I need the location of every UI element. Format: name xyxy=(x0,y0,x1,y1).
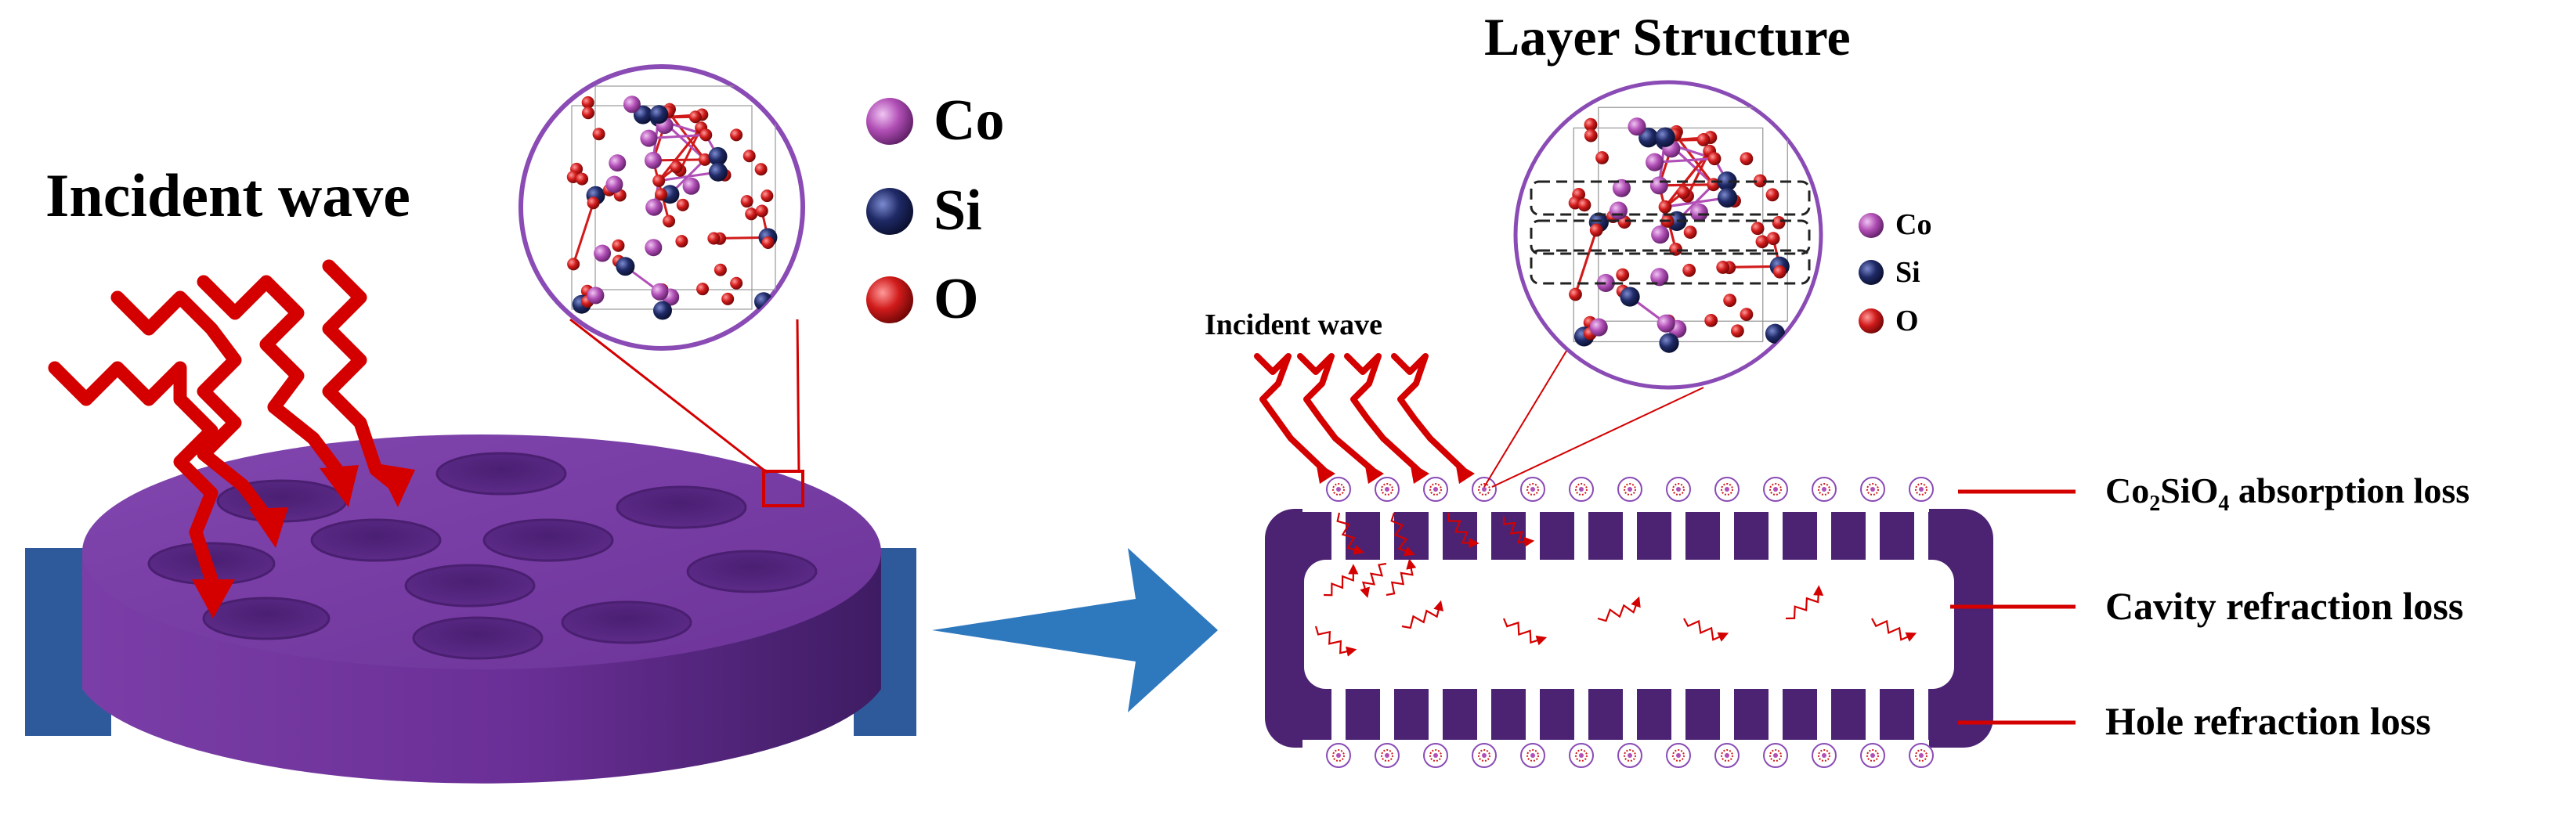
crystal-structure xyxy=(566,85,778,320)
crystal-zoom-circle xyxy=(518,64,805,351)
incident-waves-right xyxy=(1254,353,1466,473)
zoom-line-right xyxy=(1491,387,1704,488)
surface-crystal-beads-bottom xyxy=(1326,743,1934,768)
hole-loss-label: Hole refraction loss xyxy=(2105,699,2431,743)
legend-o-label: O xyxy=(934,267,979,331)
legend-right-co-label: Co xyxy=(1895,208,1932,241)
legend-co-ball xyxy=(1859,213,1884,238)
surface-crystal-beads-top xyxy=(1326,477,1934,502)
wave-arrowheads-right xyxy=(1316,462,1475,484)
legend-left xyxy=(866,98,913,323)
layer-crystal-zoom-circle xyxy=(1513,80,1823,390)
legend-o-ball xyxy=(1859,308,1884,333)
legend-right xyxy=(1859,213,1884,333)
disk-holes xyxy=(147,452,818,660)
cavity-loss-label: Cavity refraction loss xyxy=(2105,584,2464,628)
legend-right-si-label: Si xyxy=(1895,256,1920,289)
layer-structure-title: Layer Structure xyxy=(1484,7,1851,67)
porous-disk xyxy=(82,434,881,784)
absorption-loss-label: Co2SiO4 absorption loss xyxy=(2105,470,2470,517)
layer-frame xyxy=(1265,501,1993,752)
cavity-scattered-waves xyxy=(1314,512,1917,657)
legend-si-label: Si xyxy=(934,178,982,243)
zoom-box xyxy=(762,470,804,507)
layer-dashed-boxes xyxy=(1530,180,1811,285)
legend-co-label: Co xyxy=(934,88,1005,153)
zoom-line xyxy=(796,319,800,474)
right-panel xyxy=(1254,80,2076,768)
bottom-hole-slots xyxy=(1331,687,1928,750)
legend-o-ball xyxy=(866,276,913,323)
transition-arrow xyxy=(932,548,1218,712)
legend-right-o-label: O xyxy=(1895,305,1919,337)
left-panel xyxy=(25,64,916,784)
legend-si-ball xyxy=(1859,260,1884,285)
right-incident-wave-label: Incident wave xyxy=(1205,308,1382,341)
legend-si-ball xyxy=(866,188,913,235)
crystal-structure-right xyxy=(1568,106,1790,353)
legend-co-ball xyxy=(866,98,913,145)
wave-arrowheads xyxy=(192,463,415,618)
zoom-line xyxy=(569,318,768,474)
loss-pointers xyxy=(1950,489,2076,725)
zoom-line-right xyxy=(1483,344,1571,488)
left-incident-wave-label: Incident wave xyxy=(45,161,410,229)
incident-waves xyxy=(48,259,403,586)
